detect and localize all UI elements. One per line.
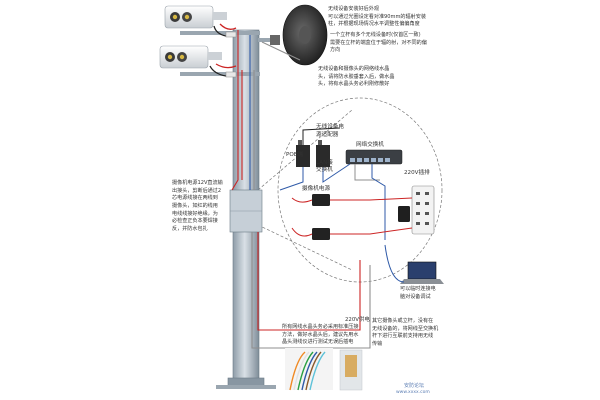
watermark-brand: 安防论坛	[404, 383, 425, 389]
camera-cables	[209, 23, 237, 78]
note-laptop: 可以临时连接电 脑对设备调试	[400, 286, 436, 300]
note-antenna-install: 无线设备安装好后外观 可以通过光圈设定看对准90mm的辐射安装 柱，并根据现场情…	[328, 6, 426, 28]
label-poe-injector-group: 无线设备电 源适配器	[316, 124, 344, 138]
rj45-photo	[285, 348, 363, 391]
label-poe-port: POE端	[286, 152, 303, 158]
wireless-dish	[270, 4, 328, 66]
equipment-zoom	[279, 127, 444, 284]
note-camera-power: 摄像机电源12V直流输 出接头，剪断后通过2 芯电源线接在两线到 摄像头，如红的…	[172, 180, 223, 232]
camera-top	[164, 5, 227, 29]
note-antenna-cable: 无线设备和摄像头的网络线水晶 头，请将防水胶垂套入后，做水晶 头，将有水晶头务必…	[318, 66, 395, 88]
note-lan-side: 其它摄像头或立杆，没有在 无线设备的，将网线至交换机 杆下进行互联前支持用无线 …	[372, 318, 439, 347]
note-ac-220v-pole: 220V供电	[345, 317, 370, 323]
label-camera-adapter: 摄像机电源	[302, 186, 330, 192]
label-lan-port: LAN接 交换机	[316, 160, 333, 174]
camera-bottom	[159, 45, 222, 69]
label-network-switch: 网络交换机	[356, 142, 384, 148]
note-rj45: 所有网线水晶头务必采用标准压接 方法，做好水晶头后，建议先用水 晶头测线仪进行测…	[282, 324, 359, 346]
note-antenna-ports: 一个立杆有多个无线设备时(仅首区一致) 需要在立杆的端盒位于辐的射，对不同的偏 …	[330, 32, 427, 54]
pole	[180, 29, 276, 389]
watermark-url: www.xxxx.com	[396, 390, 430, 395]
label-ac-220v-strip: 220V插排	[404, 170, 430, 176]
